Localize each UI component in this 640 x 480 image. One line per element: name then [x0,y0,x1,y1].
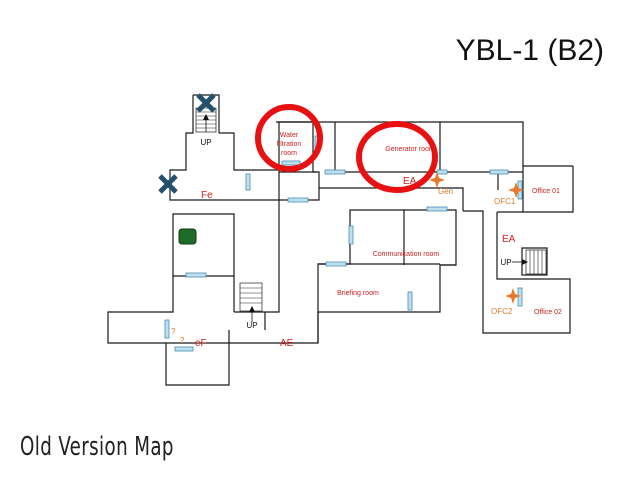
marker-label-ofc2: OFC2 [491,307,513,316]
door [164,319,170,339]
door [407,291,413,311]
stairs-icon [239,282,263,322]
room-label-generator: Generator room [385,146,435,153]
door [325,261,347,267]
zone-label-fe: Fe [201,190,213,201]
blocked-x-icon [196,93,216,113]
highlight-circle-icon [356,121,438,193]
highlight-circle-icon [255,104,323,172]
marker-label-unknown: ? [180,336,185,345]
stairs-label-up: UP [500,258,511,267]
marker-label-unknown: ? [171,327,176,336]
door [174,346,194,352]
doors [164,135,523,352]
spawn-star-icon [429,172,445,188]
blocked-x-icon [158,174,178,194]
room-label-communication: Communication room [373,251,440,258]
stairs-label-up: UP [200,138,211,147]
spawn-star-icon [508,182,524,198]
door [436,169,448,175]
room-label-office02: Office 02 [534,309,562,316]
zone-label-ae: AE [280,338,294,349]
stairs-label-up: UP [246,321,257,330]
door [517,287,523,307]
door [281,160,301,166]
marker-label-gen: Gen [438,187,453,196]
door [426,206,448,212]
room-label-briefing: Briefing room [337,290,379,297]
zone-label-ef: eF [195,338,207,349]
door [348,225,354,245]
door [245,173,251,191]
door [324,169,346,175]
room-label-office01: Office 01 [532,188,560,195]
marker-label-ofc1: OFC1 [494,197,516,206]
room-label-water: room [281,150,297,157]
map-title: YBL-1 (B2) [455,34,604,67]
door [185,272,207,278]
spawn-star-icon [505,288,521,304]
footer-caption: Old Version Map [20,432,174,462]
zone-label-ea: EA [502,234,516,245]
zone-label-ea: EA [403,176,417,187]
green-objective-icon [178,228,197,245]
door [489,169,509,175]
room-label-water: filtration [277,141,302,148]
stairs-icon [512,249,547,275]
door [287,197,309,203]
room-label-water: Water [280,132,299,139]
